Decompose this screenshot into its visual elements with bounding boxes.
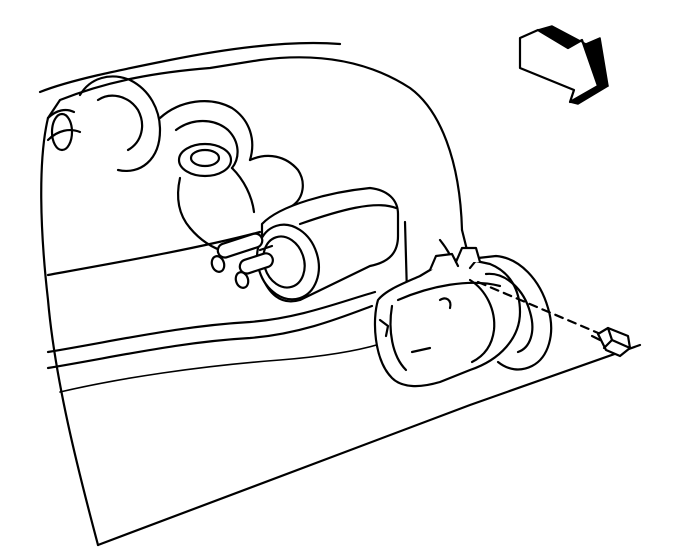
screw-axis-line: [476, 280, 612, 340]
fuel-pump-module: [46, 75, 304, 254]
fuel-filter-fittings: [210, 232, 274, 289]
fuel-tank: [38, 41, 642, 547]
front-of-vehicle-arrow-icon: [518, 25, 609, 105]
mounting-bracket: [373, 246, 553, 388]
retaining-screw: [590, 326, 632, 358]
fuel-filter: [210, 186, 400, 303]
